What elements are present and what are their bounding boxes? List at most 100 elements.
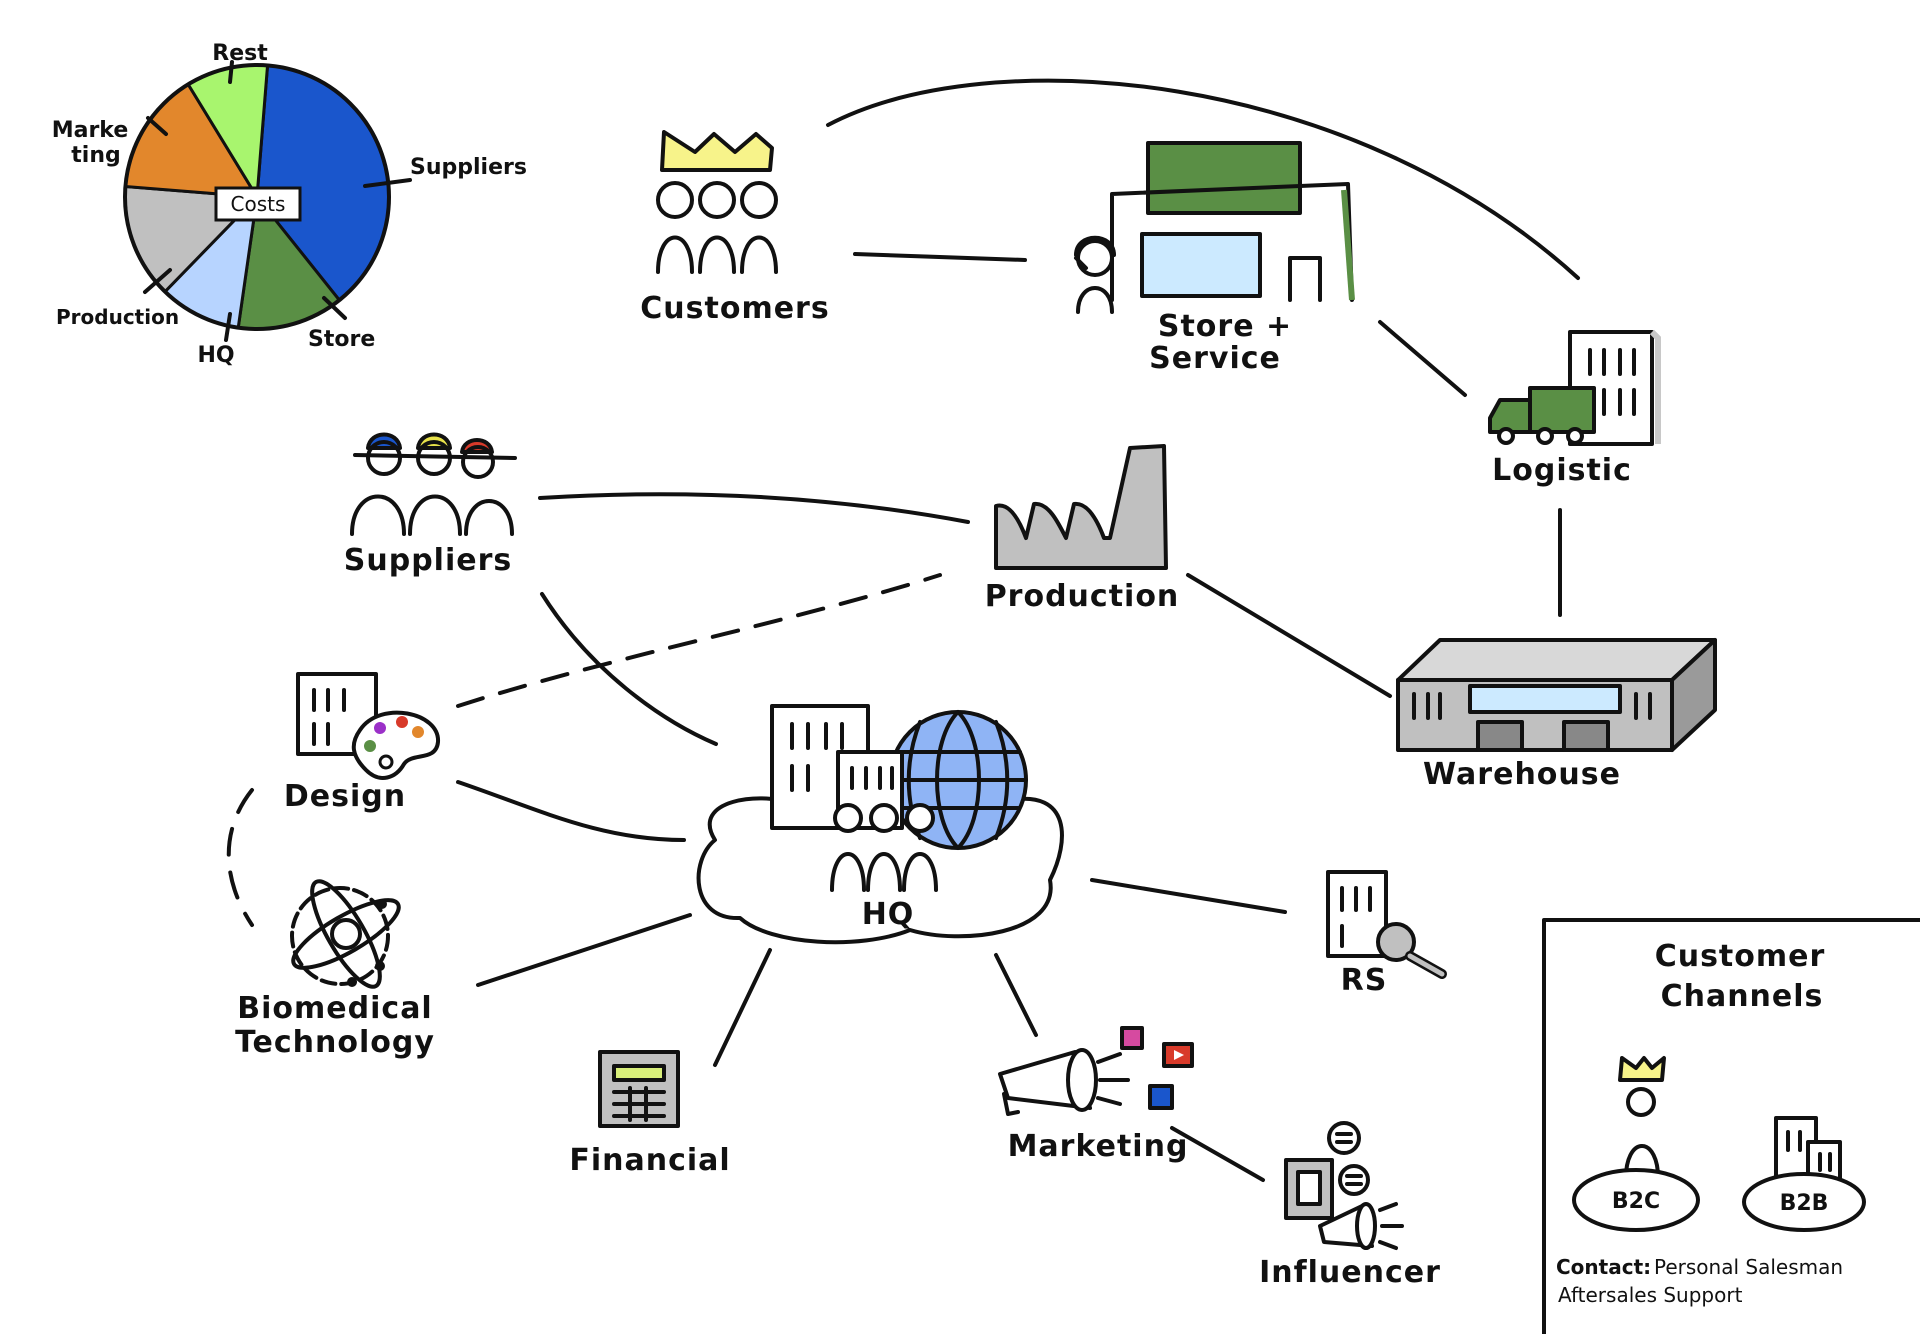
design-node: Design [284,672,441,814]
store-node: Store + Service [1074,141,1355,376]
marketing-node: Marketing [998,1026,1194,1164]
conn-biomedical-hq [476,913,692,987]
truck-icon [1488,386,1596,445]
connections [226,78,1580,1182]
person-body-icon [1623,1144,1661,1184]
label-hq: HQ [862,897,915,932]
pie-center-label: Costs [231,192,286,216]
store-door [1288,256,1322,302]
store-window [1140,232,1262,298]
gear-atom-icon [290,879,401,989]
chat-bubble-icon [1338,1164,1370,1196]
instagram-icon [1120,1026,1144,1050]
workers-group-icon [350,440,514,536]
label-store-1: Store + [1158,309,1292,344]
conn-design-biomedical [226,788,254,927]
b2c-label: B2C [1612,1189,1660,1214]
conn-marketing-influencer [1170,1126,1265,1182]
contact-value: Personal Salesman [1654,1255,1843,1279]
pie-label-rest: Rest [212,41,268,66]
channels-title-1: Customer [1655,939,1826,974]
conn-suppliers-hq [540,592,718,746]
conn-design-production [456,573,942,708]
pie-leader-production [143,268,172,294]
label-financial: Financial [569,1143,730,1178]
label-customers: Customers [640,291,829,326]
warehouse-door-right [1562,720,1610,752]
magnifier-icon [1376,922,1447,979]
chat-bubble-icon [1327,1121,1361,1155]
youtube-play [1174,1050,1184,1060]
customer-channels-panel: Customer Channels B2C B2B Contact: Perso… [1542,918,1920,1334]
label-logistic: Logistic [1492,453,1632,488]
factory-icon [994,444,1168,570]
influencer-node: Influencer [1259,1121,1441,1290]
contact-label: Contact: [1556,1255,1651,1279]
pie-leader-marketing [146,116,168,136]
pie-leader-suppliers [363,178,412,188]
pie-label-production: Production [56,305,179,329]
warehouse-door-left [1476,720,1524,752]
conn-hq-rs [1090,878,1287,914]
megaphone-icon [998,1048,1130,1116]
b2b-label: B2B [1780,1191,1829,1216]
store-sign [1146,141,1302,215]
pie-center-box [214,186,302,222]
pie-outline [123,63,391,331]
crown-icon [660,130,774,172]
people-group-icon [656,181,778,274]
pie-leader-hq [224,312,232,342]
pie-leader-store [322,296,347,320]
cost-pie-chart: Costs Rest Marke ting Suppliers Store HQ… [52,41,527,368]
calculator-icon [598,1050,680,1128]
pie-label-suppliers: Suppliers [410,155,527,180]
palette-icon [351,710,441,780]
label-influencer: Influencer [1259,1255,1441,1290]
biomedical-node: Biomedical Technology [235,879,435,1060]
conn-production-warehouse [1186,573,1392,698]
conn-suppliers-production [538,492,970,524]
conn-customers-store [853,252,1027,262]
channels-title-2: Channels [1661,979,1824,1014]
warehouse-window [1468,684,1622,714]
financial-node: Financial [569,1050,730,1178]
pie-label-hq: HQ [197,343,234,368]
rs-node: RS [1326,870,1447,998]
conn-hq-marketing [994,953,1038,1037]
label-rs: RS [1341,963,1388,998]
conn-design-hq [456,780,686,842]
pie-label-marketing-2: ting [71,143,120,168]
warehouse-node: Warehouse [1396,638,1717,792]
pie-leader-rest [228,60,234,84]
suppliers-node: Suppliers [344,432,517,578]
logistic-node: Logistic [1488,329,1661,488]
conn-financial-hq [713,948,772,1067]
label-marketing: Marketing [1008,1129,1189,1164]
facebook-icon [1148,1084,1174,1110]
tablet-screen [1296,1170,1322,1206]
customers-node: Customers [640,130,829,326]
b2b-ellipse [1742,1172,1866,1232]
hq-node: HQ [696,704,1064,945]
building-icon [1326,870,1388,958]
pie-label-store: Store [308,327,375,352]
label-design: Design [284,779,406,814]
person-head-icon [1626,1087,1656,1117]
label-warehouse: Warehouse [1423,757,1621,792]
b2c-ellipse [1572,1168,1700,1232]
people-group-icon [830,803,938,892]
warehouse-roof [1396,638,1717,682]
crown-icon [1618,1056,1666,1082]
aftersales-support: Aftersales Support [1558,1283,1743,1307]
label-store-2: Service [1149,341,1281,376]
headset-person-icon [1074,235,1116,314]
label-biomedical-1: Biomedical [237,991,432,1026]
label-biomedical-2: Technology [235,1025,435,1060]
pie-label-marketing-1: Marke [52,118,129,143]
label-suppliers: Suppliers [344,543,512,578]
cap-brim-line [353,453,517,460]
production-node: Production [985,444,1180,614]
megaphone-icon [1318,1202,1404,1250]
label-production: Production [985,579,1180,614]
